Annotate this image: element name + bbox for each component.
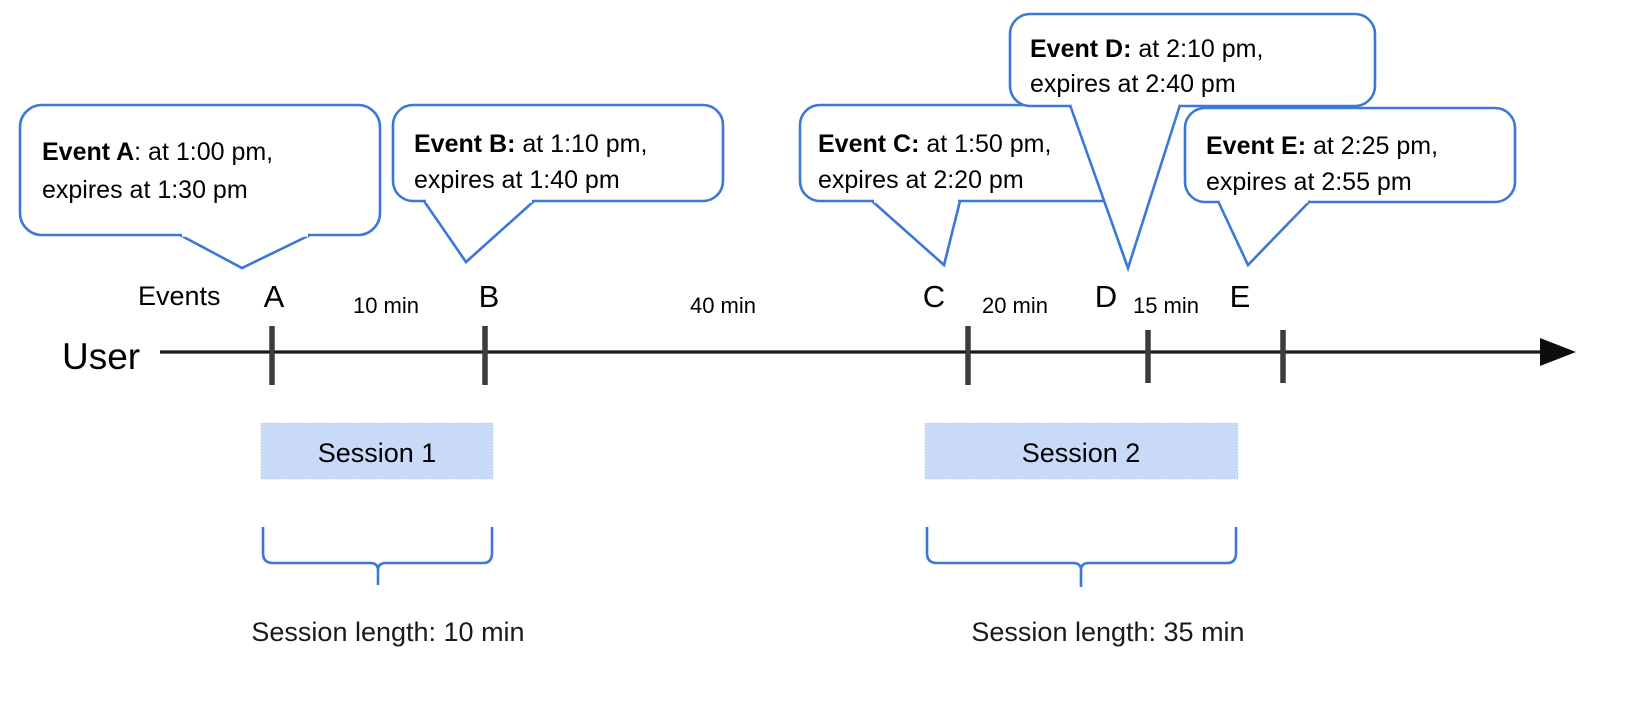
session-2-label: Session 2 — [1022, 438, 1141, 468]
callout-c-time: at 1:50 pm, — [919, 130, 1051, 158]
callout-b-box — [391, 103, 725, 203]
callout-d-tail-stroke — [1068, 104, 1182, 273]
callout-event-b[interactable]: Event B: at 1:10 pm, expires at 1:40 pm — [391, 103, 725, 264]
event-letter-b: B — [479, 279, 500, 314]
event-letter-c: C — [923, 279, 945, 314]
callout-c-line2: expires at 2:20 pm — [818, 166, 1024, 194]
callout-d-line2: expires at 2:40 pm — [1030, 70, 1236, 98]
callout-a-tail-stroke — [179, 233, 311, 270]
callout-b-label: Event B — [414, 130, 507, 158]
session-2-brace — [925, 527, 1238, 587]
callout-a-time: at 1:00 pm, — [141, 138, 273, 166]
user-row-label: User — [62, 336, 140, 377]
callout-e-tail-stroke — [1216, 200, 1311, 268]
session-2-group[interactable]: Session 2 Session length: 35 min — [924, 422, 1245, 647]
callout-b-sep: : — [507, 130, 515, 158]
event-letter-a: A — [264, 279, 285, 314]
callout-a-label: Event A — [42, 138, 134, 166]
callout-b-tail-stroke — [422, 200, 535, 264]
callout-d-line1: Event D: at 2:10 pm, — [1030, 35, 1263, 63]
session-2-length-label: Session length: 35 min — [971, 617, 1244, 647]
callout-c-sep: : — [911, 130, 919, 158]
callout-b-time: at 1:10 pm, — [515, 130, 647, 158]
session-1-box — [260, 422, 494, 480]
callout-e-label: Event E — [1206, 132, 1298, 160]
gap-label-b-c: 40 min — [690, 293, 756, 318]
callout-e-box — [1183, 106, 1517, 204]
callout-e-line2: expires at 2:55 pm — [1206, 168, 1412, 196]
callout-c-tail-stroke — [871, 200, 962, 268]
session-1-length-label: Session length: 10 min — [251, 617, 524, 647]
axis-arrow-icon — [1540, 338, 1576, 366]
callout-c-line1: Event C: at 1:50 pm, — [818, 130, 1051, 158]
callout-d-box — [1008, 12, 1377, 108]
callout-c-label: Event C — [818, 130, 911, 158]
callout-e-line1: Event E: at 2:25 pm, — [1206, 132, 1438, 160]
callout-b-line1: Event B: at 1:10 pm, — [414, 130, 647, 158]
events-row-label: Events — [138, 281, 221, 311]
callout-d-sep: : — [1123, 35, 1131, 63]
callout-event-a[interactable]: Event A: at 1:00 pm, expires at 1:30 pm — [18, 103, 382, 270]
event-letter-d: D — [1095, 279, 1117, 314]
callout-d-time: at 2:10 pm, — [1131, 35, 1263, 63]
callout-a-line2: expires at 1:30 pm — [42, 176, 248, 204]
callout-event-e[interactable]: Event E: at 2:25 pm, expires at 2:55 pm — [1183, 106, 1517, 268]
callout-d-label: Event D — [1030, 35, 1123, 63]
callout-e-time: at 2:25 pm, — [1306, 132, 1438, 160]
callout-b-line2: expires at 1:40 pm — [414, 166, 620, 194]
gap-label-c-d: 20 min — [982, 293, 1048, 318]
callout-event-d[interactable]: Event D: at 2:10 pm, expires at 2:40 pm — [1008, 12, 1377, 273]
callout-event-c[interactable]: Event C: at 1:50 pm, expires at 2:20 pm — [798, 103, 1137, 268]
event-letter-e: E — [1230, 279, 1251, 314]
gap-label-d-e: 15 min — [1133, 293, 1199, 318]
callout-a-line1: Event A: at 1:00 pm, — [42, 138, 273, 166]
session-1-label: Session 1 — [318, 438, 437, 468]
callout-a-sep: : — [134, 138, 141, 166]
callout-e-sep: : — [1298, 132, 1306, 160]
session-1-group[interactable]: Session 1 Session length: 10 min — [251, 422, 525, 647]
callout-a-box — [18, 103, 382, 237]
session-2-box — [924, 422, 1239, 480]
gap-label-a-b: 10 min — [353, 293, 419, 318]
session-1-brace — [261, 527, 494, 585]
